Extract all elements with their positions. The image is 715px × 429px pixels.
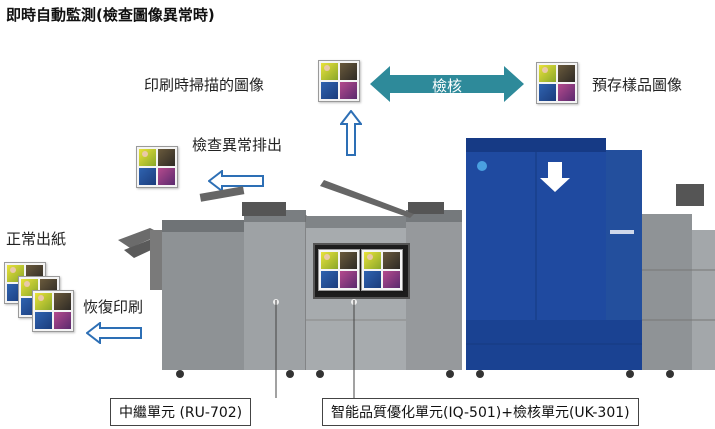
relay-unit-callout: 中繼單元 (RU-702) xyxy=(110,398,252,426)
display-thumbnail-right xyxy=(361,249,403,291)
verify-label: 檢核 xyxy=(432,77,463,95)
resume-print-arrow-icon xyxy=(86,322,142,344)
production-press-illustration xyxy=(118,138,715,378)
main-press-body xyxy=(466,138,642,370)
iq-unit-callout: 智能品質優化單元(IQ-501)+檢核單元(UK-301) xyxy=(322,398,639,426)
iq-display-screen xyxy=(313,243,410,299)
display-thumbnail-left xyxy=(318,249,360,291)
normal-output-label: 正常出紙 xyxy=(6,230,67,248)
stored-sample-label: 預存樣品圖像 xyxy=(592,76,683,94)
resume-print-label: 恢復印刷 xyxy=(83,298,144,316)
output-sheet-thumbnail-3 xyxy=(32,290,74,332)
output-tray xyxy=(118,228,164,290)
page-title: 即時自動監測(檢查圖像異常時) xyxy=(6,6,215,24)
rejected-sheet-thumbnail xyxy=(136,146,178,188)
paper-feeder-body xyxy=(642,184,715,370)
press-wheels xyxy=(176,370,674,378)
scanned-image-thumbnail xyxy=(318,60,360,102)
abnormal-eject-label: 檢查異常排出 xyxy=(192,136,283,154)
verify-double-arrow xyxy=(370,66,524,102)
scanned-image-label: 印刷時掃描的圖像 xyxy=(144,76,265,94)
relay-unit-body xyxy=(162,186,307,370)
stored-sample-thumbnail xyxy=(536,62,578,104)
scan-up-arrow-icon xyxy=(340,110,362,156)
